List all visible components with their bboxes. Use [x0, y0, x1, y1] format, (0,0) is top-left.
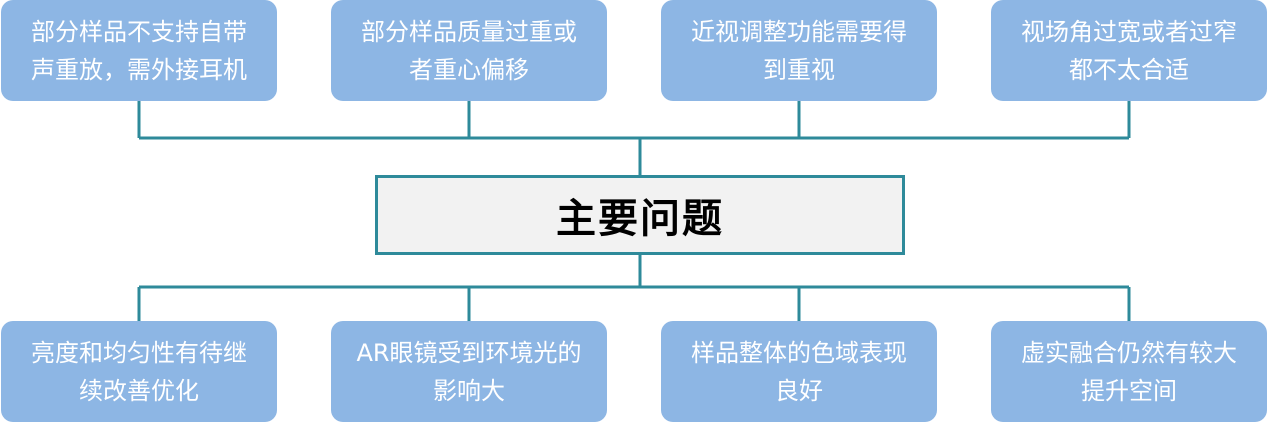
- center-title-box: 主要问题: [375, 175, 905, 255]
- bottom-issue-box-2: AR眼镜受到环境光的影响大: [331, 321, 607, 422]
- bottom-issue-box-1: 亮度和均匀性有待继续改善优化: [1, 321, 277, 422]
- bottom-issue-text-4: 虚实融合仍然有较大提升空间: [1021, 338, 1237, 405]
- top-issue-box-2: 部分样品质量过重或者重心偏移: [331, 0, 607, 101]
- top-issue-box-4: 视场角过宽或者过窄都不太合适: [991, 0, 1267, 101]
- top-issue-text-3: 近视调整功能需要得到重视: [691, 17, 907, 84]
- bottom-issue-text-3: 样品整体的色域表现良好: [691, 338, 907, 405]
- center-title: 主要问题: [556, 196, 724, 242]
- top-issue-box-1: 部分样品不支持自带声重放，需外接耳机: [1, 0, 277, 101]
- bottom-issue-text-1: 亮度和均匀性有待继续改善优化: [31, 338, 247, 405]
- bottom-issue-box-4: 虚实融合仍然有较大提升空间: [991, 321, 1267, 422]
- bottom-issue-text-2: AR眼镜受到环境光的影响大: [356, 338, 582, 405]
- top-issue-text-4: 视场角过宽或者过窄都不太合适: [1021, 17, 1237, 84]
- top-issue-box-3: 近视调整功能需要得到重视: [661, 0, 937, 101]
- bottom-issue-box-3: 样品整体的色域表现良好: [661, 321, 937, 422]
- top-issue-text-2: 部分样品质量过重或者重心偏移: [361, 17, 577, 84]
- top-issue-text-1: 部分样品不支持自带声重放，需外接耳机: [31, 17, 247, 84]
